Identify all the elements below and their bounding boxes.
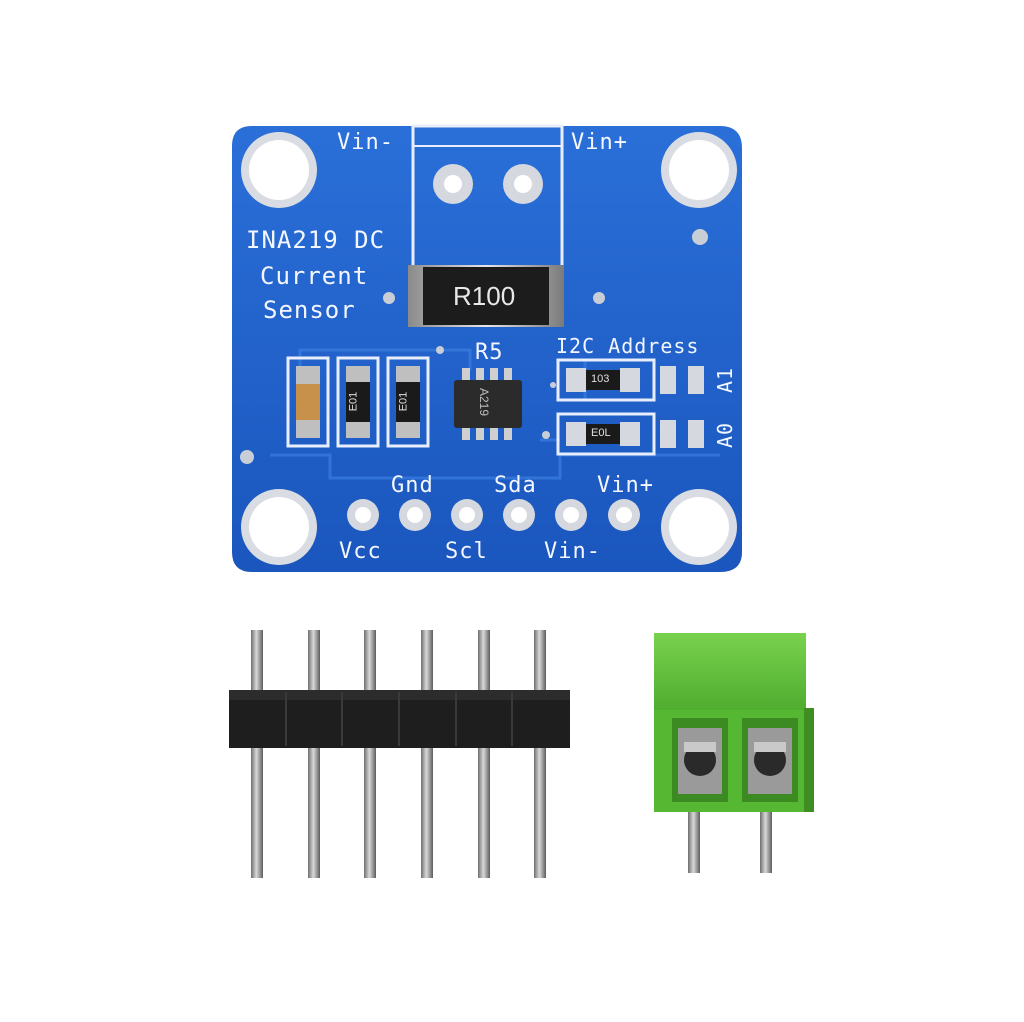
smd-components <box>286 356 430 448</box>
header-pads <box>347 499 640 531</box>
pin-label-gnd: Gnd <box>391 473 434 498</box>
r5-label: R5 <box>475 340 504 365</box>
mounting-holes <box>241 132 737 565</box>
smd-marking-2: E01 <box>397 391 410 412</box>
shunt-marking: R100 <box>453 281 516 311</box>
pin-header <box>229 630 570 878</box>
ina219-ic <box>454 368 522 440</box>
res-a0-marking: E0L <box>591 427 611 439</box>
res-a1-marking: 103 <box>591 373 610 385</box>
i2c-address-label: I2C Address <box>556 334 700 358</box>
vin-plus-top-label: Vin+ <box>571 130 628 155</box>
a0-label: A0 <box>713 421 738 449</box>
pin-label-scl: Scl <box>445 539 488 564</box>
vin-minus-top-label: Vin- <box>337 130 394 155</box>
screw-terminal <box>654 633 814 873</box>
smd-marking-1: E01 <box>347 391 360 412</box>
pin-label-vin-minus: Vin- <box>544 539 601 564</box>
pcb <box>232 126 742 572</box>
pin-label-vin-plus: Vin+ <box>597 473 654 498</box>
address-resistors <box>556 358 704 456</box>
board-title-line3: Sensor <box>263 296 356 324</box>
ic-marking: A219 <box>477 387 492 417</box>
board-title-line2: Current <box>260 262 369 290</box>
pin-label-sda: Sda <box>494 473 537 498</box>
board-title-line1: INA219 DC <box>246 226 386 254</box>
a1-label: A1 <box>713 366 738 394</box>
pin-label-vcc: Vcc <box>339 539 382 564</box>
